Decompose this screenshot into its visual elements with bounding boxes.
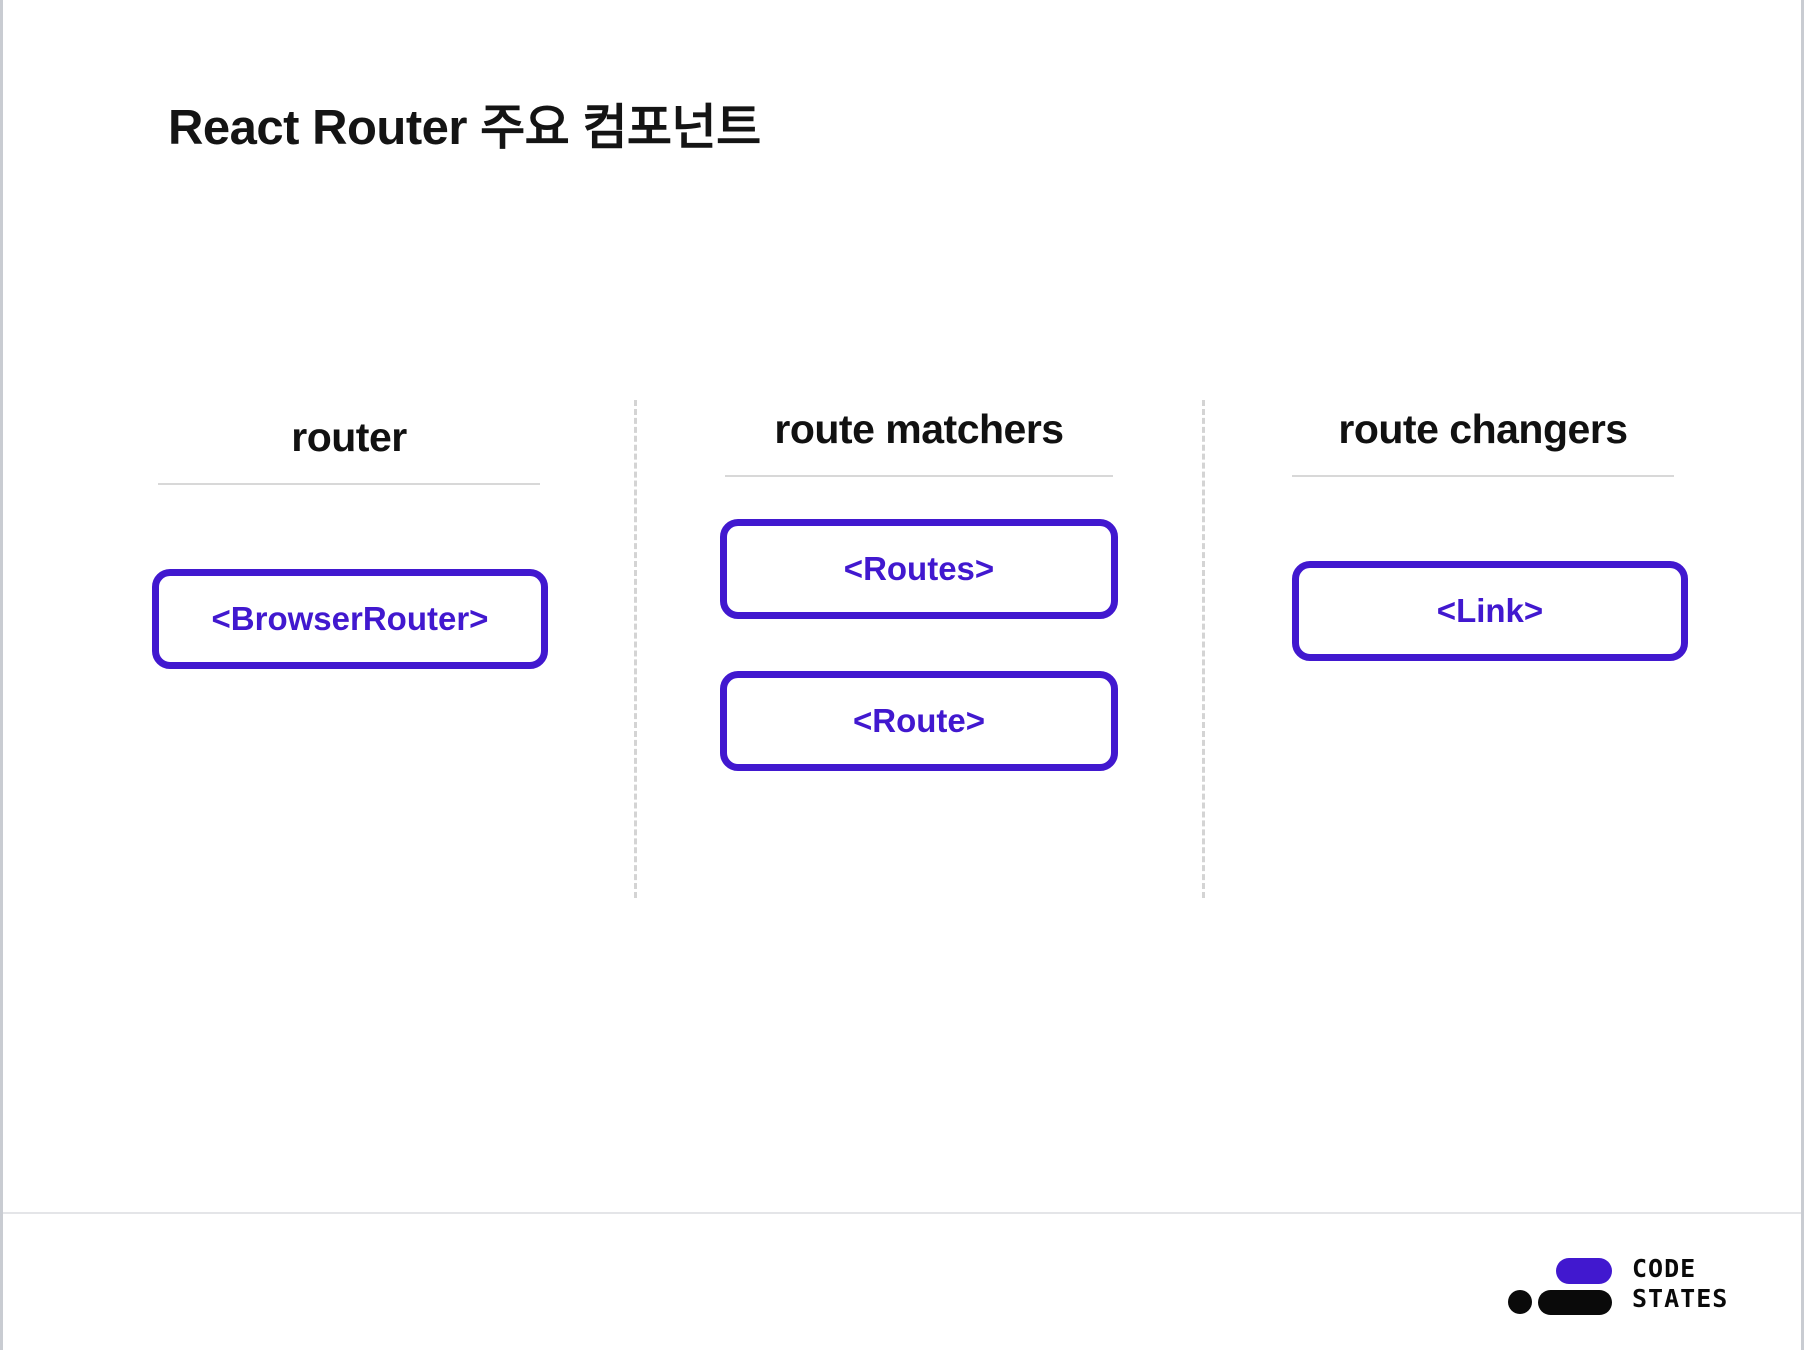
column-heading-route-changers: route changers [1338, 406, 1628, 452]
codestates-wordmark: CODE STATES [1632, 1254, 1728, 1314]
logo-purple-bar-shape [1556, 1258, 1612, 1284]
component-box-label: <Routes> [843, 550, 995, 587]
page-title: React Router 주요 컴포넌트 [168, 101, 761, 155]
column-heading-rule [158, 483, 540, 485]
column-heading-router: router [291, 414, 407, 460]
component-list-router: <BrowserRouter> [152, 569, 548, 669]
logo-dot-shape [1508, 1290, 1532, 1314]
component-box-label: <BrowserRouter> [211, 600, 489, 637]
column-route-changers: route changers <Link> [1292, 398, 1688, 661]
wordmark-line-2: STATES [1632, 1284, 1729, 1313]
slide-frame-right-edge [1801, 0, 1804, 1350]
column-heading-rule [725, 475, 1113, 477]
column-router: router <BrowserRouter> [152, 398, 548, 669]
column-heading-rule [1292, 475, 1674, 477]
component-box-browserrouter[interactable]: <BrowserRouter> [152, 569, 548, 669]
codestates-logo-mark-icon [1508, 1258, 1616, 1315]
component-box-label: <Link> [1436, 592, 1544, 629]
column-route-matchers: route matchers <Routes> <Route> [720, 398, 1118, 771]
slide-frame-left-edge [0, 0, 3, 1350]
columns-container: router <BrowserRouter> route matchers <R… [0, 398, 1804, 898]
column-divider-2 [1202, 400, 1205, 898]
component-list-route-matchers: <Routes> <Route> [720, 519, 1118, 771]
component-box-link[interactable]: <Link> [1292, 561, 1688, 661]
column-heading-route-matchers: route matchers [774, 406, 1064, 452]
footer-divider [3, 1212, 1801, 1214]
codestates-logo: CODE STATES [1508, 1254, 1728, 1316]
logo-black-bar-shape [1538, 1290, 1612, 1315]
column-divider-1 [634, 400, 637, 898]
component-list-route-changers: <Link> [1292, 561, 1688, 661]
component-box-label: <Route> [852, 702, 986, 739]
component-box-routes[interactable]: <Routes> [720, 519, 1118, 619]
component-box-route[interactable]: <Route> [720, 671, 1118, 771]
wordmark-line-1: CODE [1632, 1254, 1697, 1283]
